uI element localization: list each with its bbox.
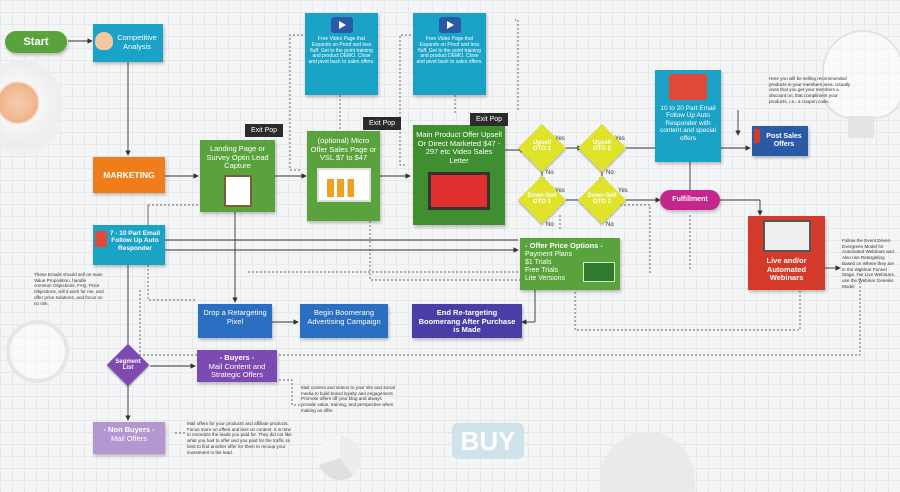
offer-price-line: Free Trials: [525, 266, 559, 274]
offer-price-title: - Offer Price Options -: [525, 241, 603, 250]
webinars-label: Live and/or Automated Webinars: [766, 256, 807, 283]
clipboard-icon: [223, 174, 252, 207]
magnifier-decoration: [6, 320, 69, 383]
video-page-node-1: Free Video Page that Expands on Proof an…: [305, 13, 378, 95]
exit-pop-tag-3: Exit Pop: [470, 113, 509, 126]
yes-label-3: Yes: [555, 188, 565, 194]
offer-price-line: Payment Plans: [525, 250, 573, 258]
lightbulb-base-decoration: [848, 116, 874, 138]
micro-offer-node: (optional) Micro Offer Sales Page or VSL…: [307, 131, 380, 221]
buyers-node: - Buyers - Mail Content and Strategic Of…: [197, 350, 277, 382]
retargeting-pixel-node: Drop a Retargeting Pixel: [198, 304, 272, 338]
yes-label-2: Yes: [615, 136, 625, 142]
post-sales-note: Here you will be selling recommended pro…: [769, 76, 851, 104]
video-page-text-2: Free Video Page that Expands on Proof an…: [416, 36, 483, 65]
competitive-analysis-label: Competitive Analysis: [117, 33, 157, 51]
micro-offer-label: (optional) Micro Offer Sales Page or VSL…: [310, 136, 377, 163]
no-label-2: No: [606, 170, 614, 176]
hand-icon: [95, 32, 113, 50]
nonbuyers-sub: Mail Offers: [110, 433, 148, 443]
marketing-node: MARKETING: [93, 157, 165, 193]
email-followup-label: 10 to 20 Part Email Follow Up Auto Respo…: [659, 105, 716, 142]
envelope-icon: [669, 74, 707, 100]
nonbuyers-title: - Non Buyers -: [103, 425, 155, 434]
buyers-note: Mail content and videos to your site and…: [301, 385, 395, 413]
buy-badge: BUY: [452, 423, 524, 459]
offer-price-line: $1 Trials: [525, 258, 552, 266]
main-offer-node: Main Product Offer Upsell Or Direct Mark…: [413, 125, 505, 225]
end-retargeting-node: End Re-targeting Boomerang After Purchas…: [412, 304, 522, 338]
laptop-chart-icon: [316, 167, 371, 202]
post-sales-node: Post Sales Offers: [752, 126, 808, 156]
no-label-4: No: [606, 222, 614, 228]
coffee-cup-decoration: [0, 60, 62, 155]
play-icon: [438, 17, 461, 33]
post-sales-label: Post Sales Offers: [766, 133, 802, 149]
followup-7-label: 7 - 10 Part Email Follow Up Auto Respond…: [109, 230, 161, 252]
offer-price-line: Lite Versions: [525, 274, 566, 282]
upsell-oto2-label: Upsell OTO 2: [592, 140, 611, 153]
mail-icon-small: [95, 231, 107, 247]
video-page-text-1: Free Video Page that Expands on Proof an…: [308, 36, 375, 65]
email-followup-node: 10 to 20 Part Email Follow Up Auto Respo…: [655, 70, 721, 162]
upsell-oto1-label: Upsell OTO 1: [532, 140, 551, 153]
video-page-node-2: Free Video Page that Expands on Proof an…: [413, 13, 486, 95]
landing-page-label: Landing Page or Survey Optin Lead Captur…: [206, 144, 269, 171]
no-label-3: No: [546, 222, 554, 228]
lightbulb-decoration: [822, 30, 900, 119]
boomerang-node: Begin Boomerang Advertising Campaign: [300, 304, 388, 338]
money-icon: [583, 262, 615, 282]
main-offer-label: Main Product Offer Upsell Or Direct Mark…: [416, 130, 502, 165]
yes-label-4: Yes: [618, 188, 628, 194]
downsell-oto1-label: Down-Sell OTO 1: [527, 193, 557, 206]
nonbuyers-note: Mail offers for your products and affili…: [187, 421, 292, 455]
start-button[interactable]: Start: [5, 31, 67, 53]
monitor-icon: [428, 171, 490, 210]
downsell-oto2-label: Down-Sell OTO 2: [587, 193, 617, 206]
webinars-node: Live and/or Automated Webinars: [748, 216, 825, 290]
exit-pop-tag-1: Exit Pop: [245, 124, 284, 137]
buyers-title: - Buyers -: [219, 353, 255, 362]
segment-label: Segment List: [115, 359, 141, 372]
no-label-1: No: [546, 170, 554, 176]
nonbuyers-node: - Non Buyers - Mail Offers: [93, 422, 165, 454]
pie-decoration: [318, 436, 362, 480]
buyers-sub: Mail Content and Strategic Offers: [208, 361, 266, 380]
laptop-bars: [326, 178, 361, 197]
competitive-analysis-node: Competitive Analysis: [93, 24, 163, 62]
followup-note: These Emails should sell on main Value P…: [34, 272, 104, 306]
bookmark-icon: [754, 129, 760, 143]
yes-label-1: Yes: [555, 136, 565, 142]
landing-page-node: Landing Page or Survey Optin Lead Captur…: [200, 140, 275, 212]
exit-pop-tag-2: Exit Pop: [363, 117, 402, 130]
play-icon: [330, 17, 353, 33]
fulfillment-node: Fulfillment: [660, 190, 720, 210]
webinar-note: Follow the Event Driven Evergreen Model …: [842, 238, 896, 289]
laptop-icon: [762, 220, 811, 252]
